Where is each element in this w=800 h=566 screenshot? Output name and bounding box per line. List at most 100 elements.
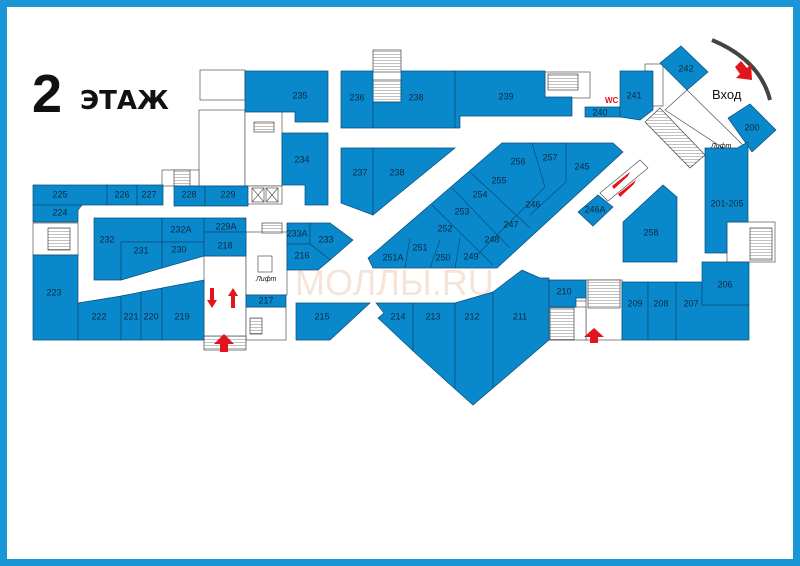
room-label: 223 <box>46 287 61 297</box>
shop-209[interactable] <box>621 281 649 341</box>
shop-229[interactable] <box>204 185 249 207</box>
room-label: 249 <box>463 251 478 261</box>
room-label: 229 <box>220 189 235 199</box>
arrow-up-icon <box>584 328 604 343</box>
room-label: 248 <box>484 234 499 244</box>
room-label: 233 <box>318 234 333 244</box>
room-label: 252 <box>437 223 452 233</box>
room-label: 258 <box>643 227 658 237</box>
room-label: 219 <box>174 311 189 321</box>
wc-label: WC <box>605 96 619 105</box>
shop-212[interactable] <box>454 291 494 406</box>
shop-238b[interactable] <box>372 147 456 216</box>
room-label: 242 <box>678 63 693 73</box>
shop-210[interactable] <box>548 279 587 308</box>
room-label: 230 <box>171 244 186 254</box>
escalator-arrow-icon <box>618 180 636 197</box>
room-label: 246A <box>584 204 605 214</box>
room-label: 255 <box>491 175 506 185</box>
room-label: 224 <box>52 207 67 217</box>
shop-241[interactable] <box>619 70 654 121</box>
room-label: 241 <box>626 90 641 100</box>
room-label: 257 <box>542 152 557 162</box>
shop-217[interactable] <box>245 294 287 308</box>
shop-239[interactable] <box>454 70 573 129</box>
room-label: 232A <box>170 224 191 234</box>
room-label: 213 <box>425 311 440 321</box>
room-label: 254 <box>472 189 487 199</box>
arrow-up-icon <box>228 288 238 308</box>
room-label: 231 <box>133 245 148 255</box>
room-label: 214 <box>390 311 405 321</box>
shop-233[interactable] <box>309 222 354 261</box>
shop-246a[interactable] <box>577 194 614 227</box>
room-label: 237 <box>352 167 367 177</box>
room-label: 227 <box>141 189 156 199</box>
room-label: 210 <box>556 286 571 296</box>
floor-title: ЭТАЖ <box>80 86 169 116</box>
floor-number: 2 <box>32 64 62 124</box>
escalator-arrow-icon <box>612 172 630 189</box>
shop-200[interactable] <box>727 103 777 153</box>
room-label: 207 <box>683 298 698 308</box>
shops <box>32 45 777 406</box>
room-label: 247 <box>503 219 518 229</box>
room-label: 220 <box>143 311 158 321</box>
room-label: 251 <box>412 242 427 252</box>
room-label: 250 <box>435 252 450 262</box>
room-label: 234 <box>294 154 309 164</box>
shop-227[interactable] <box>136 184 164 206</box>
room-label: 206 <box>717 279 732 289</box>
shop-208[interactable] <box>647 281 677 341</box>
shop-215[interactable] <box>295 302 371 341</box>
shops-block-245-257[interactable] <box>367 142 624 269</box>
entrance-arrow-icon <box>735 61 752 80</box>
room-label: 221 <box>123 311 138 321</box>
room-label: 238 <box>408 92 423 102</box>
room-label: 218 <box>217 240 232 250</box>
room-label: 222 <box>91 311 106 321</box>
escalator <box>599 159 649 202</box>
room-label: 238 <box>389 167 404 177</box>
room-label: 208 <box>653 298 668 308</box>
watermark: МОЛЛЫ.RU <box>295 262 494 303</box>
shop-201-205[interactable] <box>704 141 749 254</box>
room-label: 211 <box>513 311 527 321</box>
room-labels: 235 236 238 239 240 241 242 200 234 237 … <box>46 63 759 321</box>
shop-214[interactable] <box>375 302 414 352</box>
room-label: 225 <box>52 189 67 199</box>
room-label: 216 <box>294 250 309 260</box>
room-label: 201-205 <box>710 198 743 208</box>
arrow-down-icon <box>207 288 217 308</box>
shop-242[interactable] <box>659 45 709 91</box>
room-label: 235 <box>292 90 307 100</box>
direction-arrows <box>207 61 752 352</box>
shop-224[interactable] <box>32 204 83 223</box>
lift-icon <box>257 255 273 273</box>
shop-237[interactable] <box>340 147 374 216</box>
shop-234[interactable] <box>281 132 329 206</box>
shop-211[interactable] <box>492 269 550 389</box>
shop-219[interactable] <box>161 279 205 341</box>
room-label: 200 <box>744 122 759 132</box>
room-label: 215 <box>314 311 329 321</box>
room-label: 209 <box>627 298 642 308</box>
shop-206[interactable] <box>701 261 750 306</box>
stairs <box>47 38 773 351</box>
room-label: 226 <box>114 189 129 199</box>
room-label: 253 <box>454 206 469 216</box>
block-dividers <box>404 142 567 269</box>
room-label: 212 <box>464 311 479 321</box>
shop-218[interactable] <box>203 231 247 257</box>
shop-216[interactable] <box>286 243 331 271</box>
shop-223[interactable] <box>32 254 79 341</box>
room-label: 229A <box>215 221 236 231</box>
shop-258[interactable] <box>622 184 678 263</box>
room-label: 228 <box>181 189 196 199</box>
shop-225[interactable] <box>32 184 108 206</box>
room-label: 236 <box>349 92 364 102</box>
room-label: 239 <box>498 91 513 101</box>
shop-235[interactable] <box>244 70 329 123</box>
room-label: 251A <box>382 252 403 262</box>
